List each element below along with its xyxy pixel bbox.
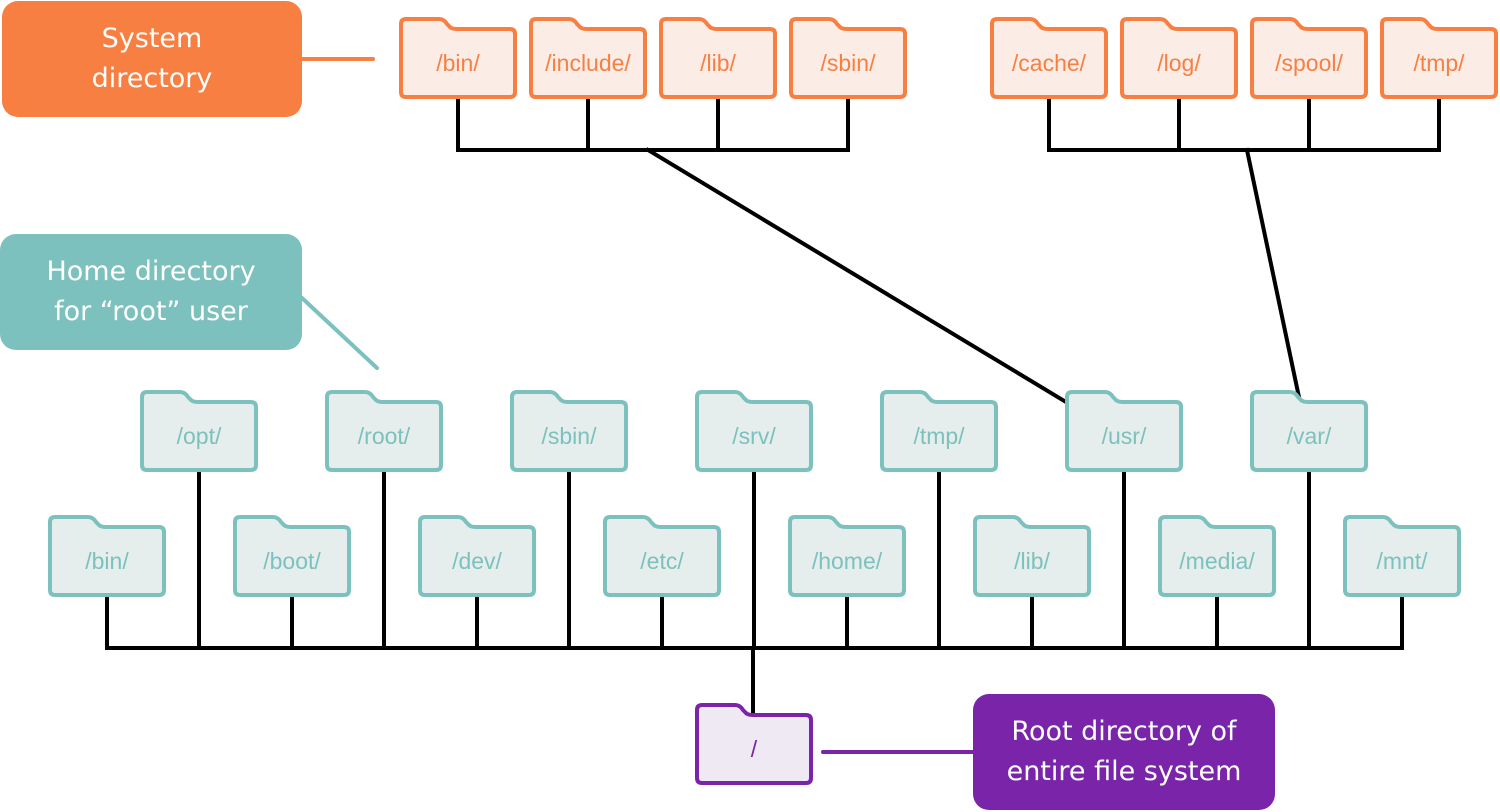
callout-lines (300, 57, 975, 754)
folder-icon (1250, 17, 1368, 99)
folder-icon (1120, 17, 1238, 99)
folder-label: /lib/ (1014, 548, 1050, 574)
folder-icon (1158, 515, 1276, 597)
folder-label: /srv/ (732, 423, 776, 449)
folder-icon (990, 17, 1108, 99)
root-child-folder: /srv/ (695, 390, 813, 472)
root-child-folder: /media/ (1158, 515, 1276, 597)
folder-icon (789, 17, 907, 99)
folder-icon (1250, 390, 1368, 472)
root-folder: / (695, 703, 813, 785)
folder-label: /boot/ (263, 548, 321, 574)
folder-label: / (751, 736, 758, 762)
folder-icon (1343, 515, 1461, 597)
root-child-folder: /opt/ (140, 390, 258, 472)
folder-label: /mnt/ (1376, 548, 1428, 574)
root-child-folder: /home/ (788, 515, 906, 597)
usr-child-folder: /bin/ (399, 17, 517, 99)
folder-label: /var/ (1287, 423, 1332, 449)
folder-label: /sbin/ (542, 423, 598, 449)
root-child-folder: /usr/ (1065, 390, 1183, 472)
folder-icon (140, 390, 258, 472)
folder-icon (529, 17, 647, 99)
folder-label: /media/ (1179, 548, 1255, 574)
folder-label: /sbin/ (821, 50, 877, 76)
folder-icon (603, 515, 721, 597)
home-callout-pointer (300, 296, 379, 370)
folder-icon (1380, 17, 1498, 99)
folder-label: /tmp/ (1413, 50, 1465, 76)
root-child-folder: /root/ (325, 390, 443, 472)
root-child-folder: /bin/ (48, 515, 166, 597)
var-link (1244, 147, 1303, 405)
folder-label: /root/ (358, 423, 411, 449)
usr-child-folder: /sbin/ (789, 17, 907, 99)
folder-label: /spool/ (1275, 50, 1343, 76)
folder-icon (695, 703, 813, 785)
root-child-folder: /sbin/ (510, 390, 628, 472)
connectors (105, 95, 1441, 717)
folder-icon (973, 515, 1091, 597)
usr-child-folder: /include/ (529, 17, 647, 99)
folder-label: /opt/ (177, 423, 222, 449)
folder-icon (510, 390, 628, 472)
root-directory-callout: Root directory of entire file system (973, 694, 1275, 810)
usr-child-folder: /lib/ (659, 17, 777, 99)
folder-label: /include/ (545, 50, 631, 76)
system-directory-callout: System directory (2, 1, 302, 117)
folder-icon (695, 390, 813, 472)
root-child-folder: /etc/ (603, 515, 721, 597)
var-child-folder: /log/ (1120, 17, 1238, 99)
folder-label: /etc/ (640, 548, 684, 574)
root-child-folder: /var/ (1250, 390, 1368, 472)
folder-icon (233, 515, 351, 597)
folder-icon (418, 515, 536, 597)
folder-icon (325, 390, 443, 472)
root-child-folder: /lib/ (973, 515, 1091, 597)
folder-icon (48, 515, 166, 597)
folder-label: /lib/ (700, 50, 736, 76)
folder-label: /tmp/ (913, 423, 965, 449)
folder-label: /usr/ (1102, 423, 1147, 449)
var-child-folder: /cache/ (990, 17, 1108, 99)
folder-label: /home/ (812, 548, 883, 574)
folder-label: /log/ (1157, 50, 1201, 76)
var-child-folder: /tmp/ (1380, 17, 1498, 99)
var-child-folder: /spool/ (1250, 17, 1368, 99)
folder-icon (880, 390, 998, 472)
usr-link (645, 147, 1069, 405)
root-home-directory-callout: Home directory for “root” user (0, 234, 302, 350)
root-child-folder: /tmp/ (880, 390, 998, 472)
folder-icon (1065, 390, 1183, 472)
folder-icon (659, 17, 777, 99)
folders: /bin/ /include/ /lib/ /sbin/ /cache/ /log/ /sp… (48, 17, 1498, 785)
folder-label: /bin/ (436, 50, 480, 76)
folder-label: /bin/ (85, 548, 129, 574)
folder-icon (399, 17, 517, 99)
root-child-folder: /mnt/ (1343, 515, 1461, 597)
folder-label: /cache/ (1012, 50, 1087, 76)
root-child-folder: /boot/ (233, 515, 351, 597)
folder-label: /dev/ (452, 548, 502, 574)
root-child-folder: /dev/ (418, 515, 536, 597)
folder-icon (788, 515, 906, 597)
